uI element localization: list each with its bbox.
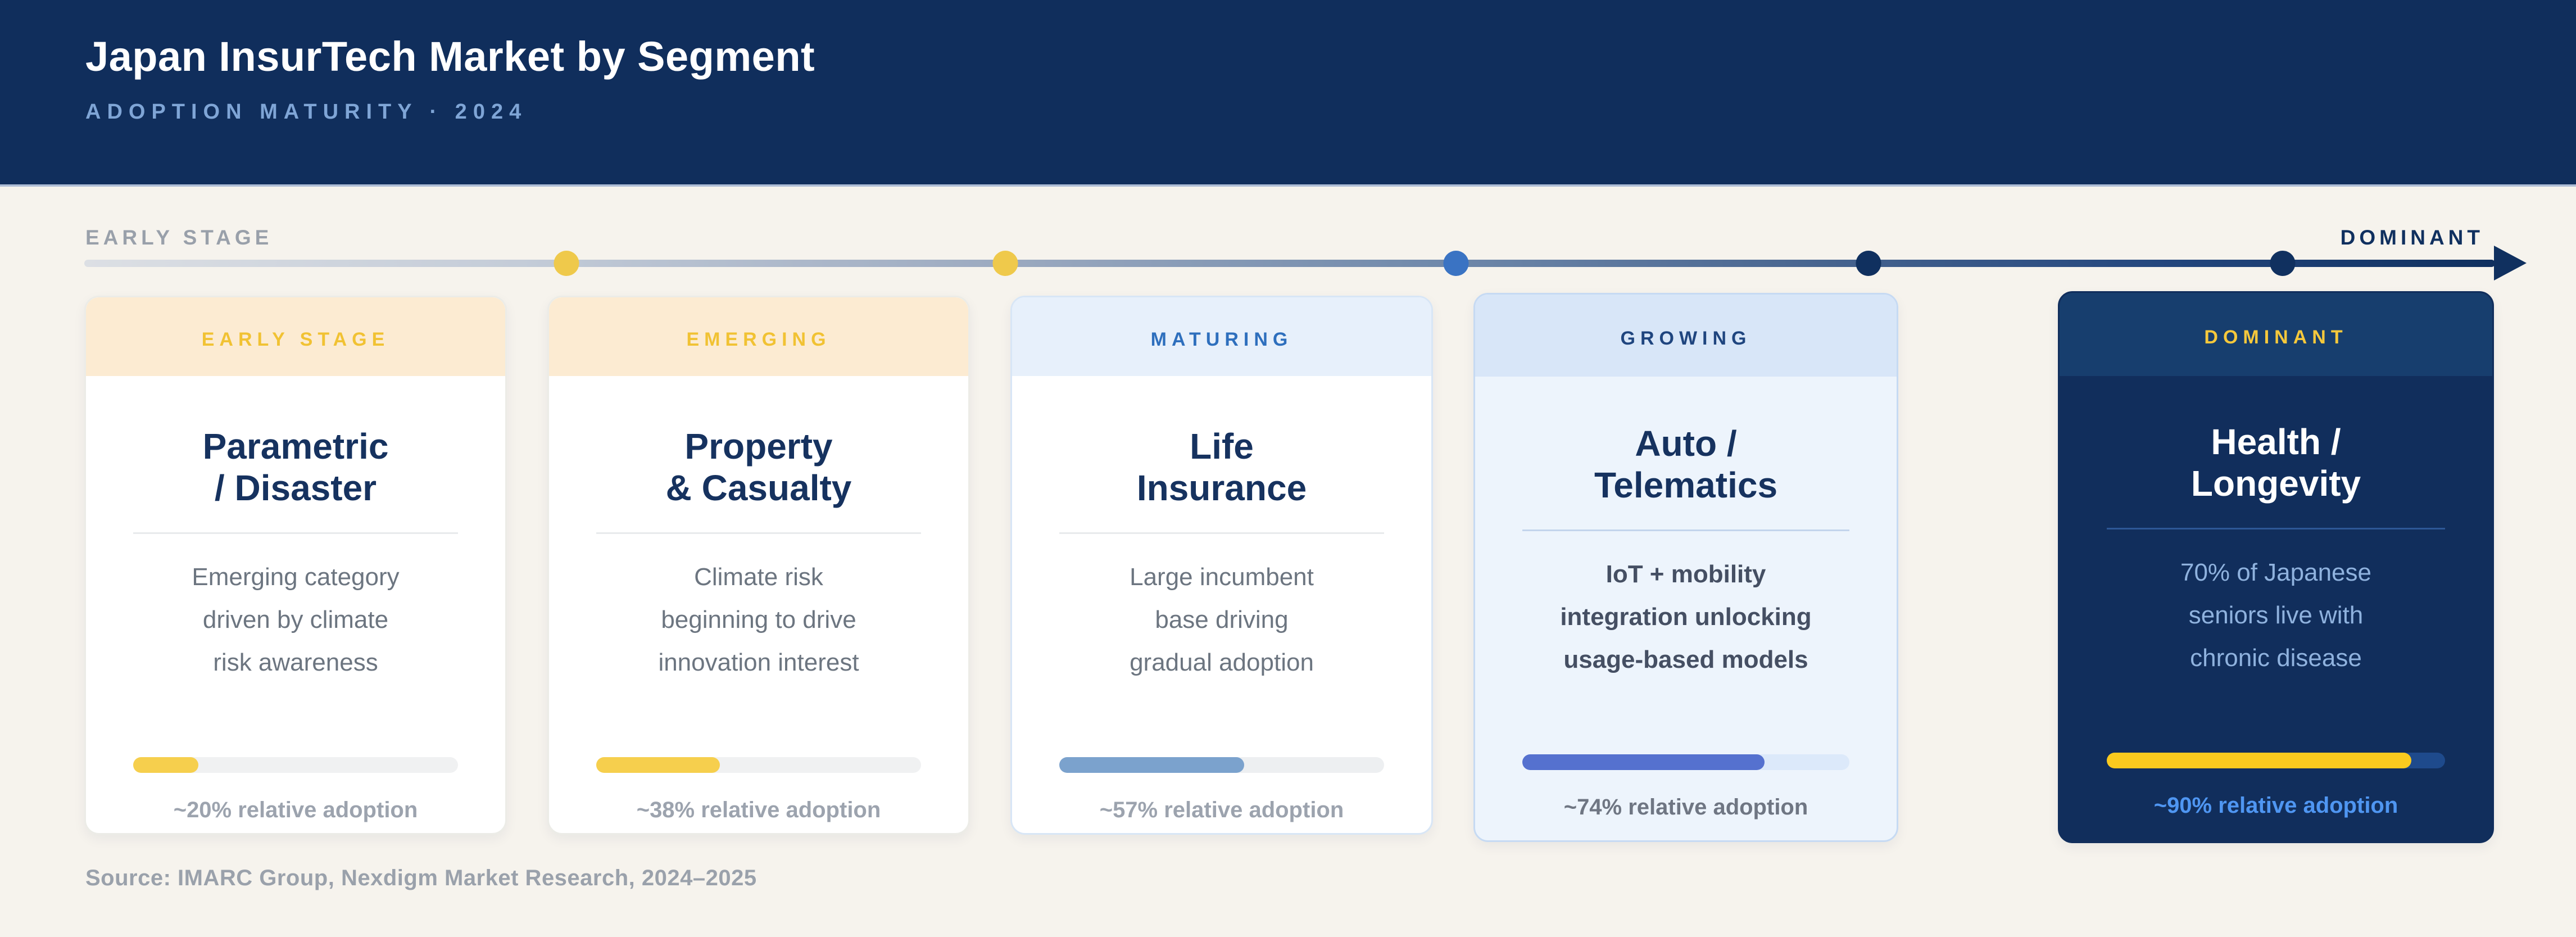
adoption-label: ~74% relative adoption [1563,795,1808,820]
divider [133,532,458,534]
segment-title-line1: Life [1190,426,1254,467]
stage-band: EMERGING [549,297,968,376]
adoption-label: ~20% relative adoption [173,798,418,822]
segment-description: Large incumbent base driving gradual ado… [1026,556,1418,684]
adoption-progress-fill [2107,753,2411,768]
segment-description: Emerging category driven by climate risk… [99,556,492,684]
description-line: IoT + mobility [1606,560,1766,588]
segment-title: Auto / Telematics [1475,423,1897,506]
description-line: Large incumbent [1130,563,1314,591]
timeline-dot-early-stage [554,251,579,276]
timeline-axis [84,260,2495,267]
adoption-label: ~38% relative adoption [636,798,881,822]
description-line: Emerging category [192,563,400,591]
description-line: risk awareness [213,649,378,676]
stage-band: DOMINANT [2060,293,2492,376]
adoption-label: ~90% relative adoption [2153,793,2398,818]
page-subtitle: ADOPTION MATURITY · 2024 [85,100,528,124]
timeline-dot-maturing [1443,251,1469,276]
stage-label: DOMINANT [2204,326,2348,348]
divider [1059,532,1384,534]
timeline-arrowhead-icon [2494,246,2527,280]
header-banner: Japan InsurTech Market by Segment ADOPTI… [0,0,2576,187]
adoption-progress-fill [596,757,720,773]
segment-title-line2: & Casualty [665,468,852,508]
segment-card-property-casualty: EMERGING Property & Casualty Climate ris… [547,296,970,835]
adoption-progress-track [1059,757,1384,773]
timeline-dot-dominant [2270,251,2296,276]
divider [1522,529,1849,531]
stage-band: GROWING [1475,295,1897,377]
segment-card-parametric-disaster: EARLY STAGE Parametric / Disaster Emergi… [84,296,507,835]
stage-label: EARLY STAGE [201,328,390,350]
stage-label: GROWING [1620,327,1752,349]
adoption-progress-fill [133,757,198,773]
timeline-dot-emerging [992,251,1018,276]
segment-title: Property & Casualty [549,426,968,509]
segment-title-line1: Property [684,426,833,467]
description-line: Climate risk [694,563,823,591]
divider [596,532,921,534]
description-line: gradual adoption [1130,649,1314,676]
stage-label: MATURING [1150,328,1293,350]
segment-title-line2: Telematics [1594,465,1778,505]
description-line: innovation interest [658,649,859,676]
timeline-start-label: EARLY STAGE [85,226,273,249]
adoption-progress-fill [1059,757,1245,773]
adoption-progress-track [133,757,458,773]
description-line: driven by climate [202,606,389,633]
description-line: usage-based models [1563,646,1808,673]
adoption-progress-track [596,757,921,773]
stage-band: MATURING [1012,297,1431,376]
segment-card-life-insurance: MATURING Life Insurance Large incumbent … [1010,296,1433,835]
segment-card-auto-telematics: GROWING Auto / Telematics IoT + mobility… [1473,293,1898,842]
adoption-progress-track [2107,753,2445,768]
segment-title-line1: Health / [2211,422,2341,462]
adoption-progress-track [1522,754,1849,770]
description-line: chronic disease [2190,644,2362,672]
segment-title-line2: / Disaster [214,468,377,508]
description-line: seniors live with [2188,601,2364,629]
timeline-end-label: DOMINANT [2340,226,2484,249]
segment-title: Life Insurance [1012,426,1431,509]
description-line: beginning to drive [661,606,856,633]
stage-band: EARLY STAGE [86,297,505,376]
page-title: Japan InsurTech Market by Segment [85,33,815,80]
segment-title: Health / Longevity [2060,421,2492,504]
stage-label: EMERGING [686,328,831,350]
segment-title-line1: Auto / [1635,423,1737,464]
segment-title-line1: Parametric [202,426,389,467]
description-line: base driving [1155,606,1289,633]
segment-title-line2: Longevity [2190,463,2361,504]
adoption-progress-fill [1522,754,1765,770]
description-line: integration unlocking [1560,603,1812,631]
timeline-dot-growing [1856,251,1881,276]
segment-description: Climate risk beginning to drive innovati… [563,556,955,684]
divider [2107,528,2445,529]
source-note: Source: IMARC Group, Nexdigm Market Rese… [85,866,757,890]
segment-description: IoT + mobility integration unlocking usa… [1489,553,1883,681]
segment-title: Parametric / Disaster [86,426,505,509]
segment-description: 70% of Japanese seniors live with chroni… [2073,551,2479,680]
segment-title-line2: Insurance [1136,468,1307,508]
adoption-label: ~57% relative adoption [1099,798,1344,822]
segment-card-health-longevity: DOMINANT Health / Longevity 70% of Japan… [2058,291,2494,843]
description-line: 70% of Japanese [2180,559,2372,586]
